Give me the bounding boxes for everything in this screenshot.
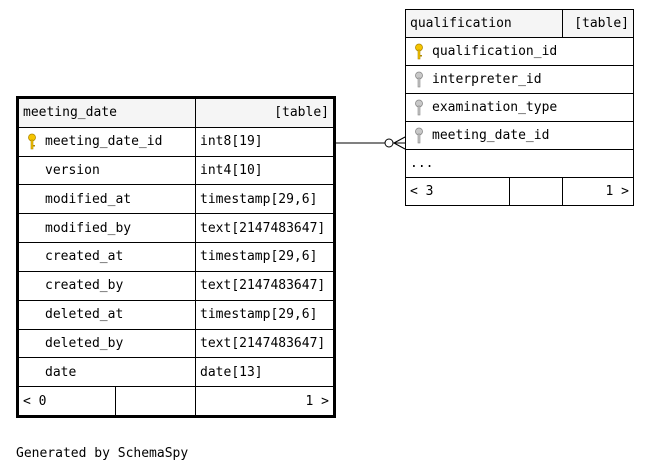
table-footer: < 3 1 > [405,177,634,206]
foreign-key-icon [414,127,424,145]
column-row[interactable]: version int4[10] [17,155,334,186]
column-name: meeting_date_id [432,128,550,143]
table-meeting-date[interactable]: meeting_date [table] meeting_date_id int… [16,96,336,418]
column-row[interactable]: examination_type [405,93,634,122]
table-type: [table] [195,98,334,128]
column-name: deleted_at [17,299,197,330]
column-row[interactable]: meeting_date_id int8[19] [17,126,334,157]
column-name: examination_type [432,100,558,115]
children-count[interactable]: 1 > [195,386,334,416]
column-type: timestamp[29,6] [195,184,334,215]
foreign-key-icon [414,71,424,89]
table-qualification[interactable]: qualification [table] qualification_id i… [405,9,634,206]
more-columns-row[interactable]: ... [405,149,634,178]
column-name: interpreter_id [432,72,542,87]
table-name[interactable]: meeting_date [17,98,197,128]
column-type: int4[10] [195,155,334,186]
generated-by-label: Generated by SchemaSpy [16,446,189,461]
foreign-key-icon [414,99,424,117]
children-count[interactable]: 1 > [562,177,634,206]
more-columns-ellipsis[interactable]: ... [405,149,634,178]
column-name: created_at [17,242,197,272]
column-name: meeting_date_id [45,134,163,150]
column-name: modified_by [17,213,197,244]
footer-spacer [114,386,197,416]
table-footer: < 0 1 > [18,386,334,416]
column-row[interactable]: deleted_at timestamp[29,6] [17,299,334,330]
column-row[interactable]: created_by text[2147483647] [17,270,334,301]
column-row[interactable]: deleted_by text[2147483647] [17,328,334,359]
column-name: qualification_id [432,44,558,59]
primary-key-icon [27,133,37,151]
column-type: text[2147483647] [195,328,334,359]
column-name: date [17,357,197,388]
parents-count[interactable]: < 3 [405,177,510,206]
table-header[interactable]: meeting_date [table] [17,98,334,128]
column-type: date[13] [195,357,334,388]
column-row[interactable]: modified_at timestamp[29,6] [17,184,334,215]
column-name: created_by [17,270,197,301]
parents-count[interactable]: < 0 [18,386,116,416]
column-row[interactable]: created_at timestamp[29,6] [17,242,334,272]
column-row[interactable]: modified_by text[2147483647] [17,213,334,244]
column-type: timestamp[29,6] [195,299,334,330]
column-row[interactable]: date date[13] [17,357,334,388]
table-name[interactable]: qualification [405,9,563,38]
primary-key-icon [414,43,424,61]
table-header[interactable]: qualification [table] [405,9,634,38]
column-row[interactable]: meeting_date_id [405,121,634,150]
footer-spacer [509,177,563,206]
column-type: int8[19] [195,126,334,157]
column-name: deleted_by [17,328,197,359]
column-row[interactable]: interpreter_id [405,65,634,94]
column-type: text[2147483647] [195,213,334,244]
table-type: [table] [562,9,634,38]
column-name: modified_at [17,184,197,215]
column-type: text[2147483647] [195,270,334,301]
column-row[interactable]: qualification_id [405,37,634,66]
column-type: timestamp[29,6] [195,242,334,272]
column-name: version [17,155,197,186]
